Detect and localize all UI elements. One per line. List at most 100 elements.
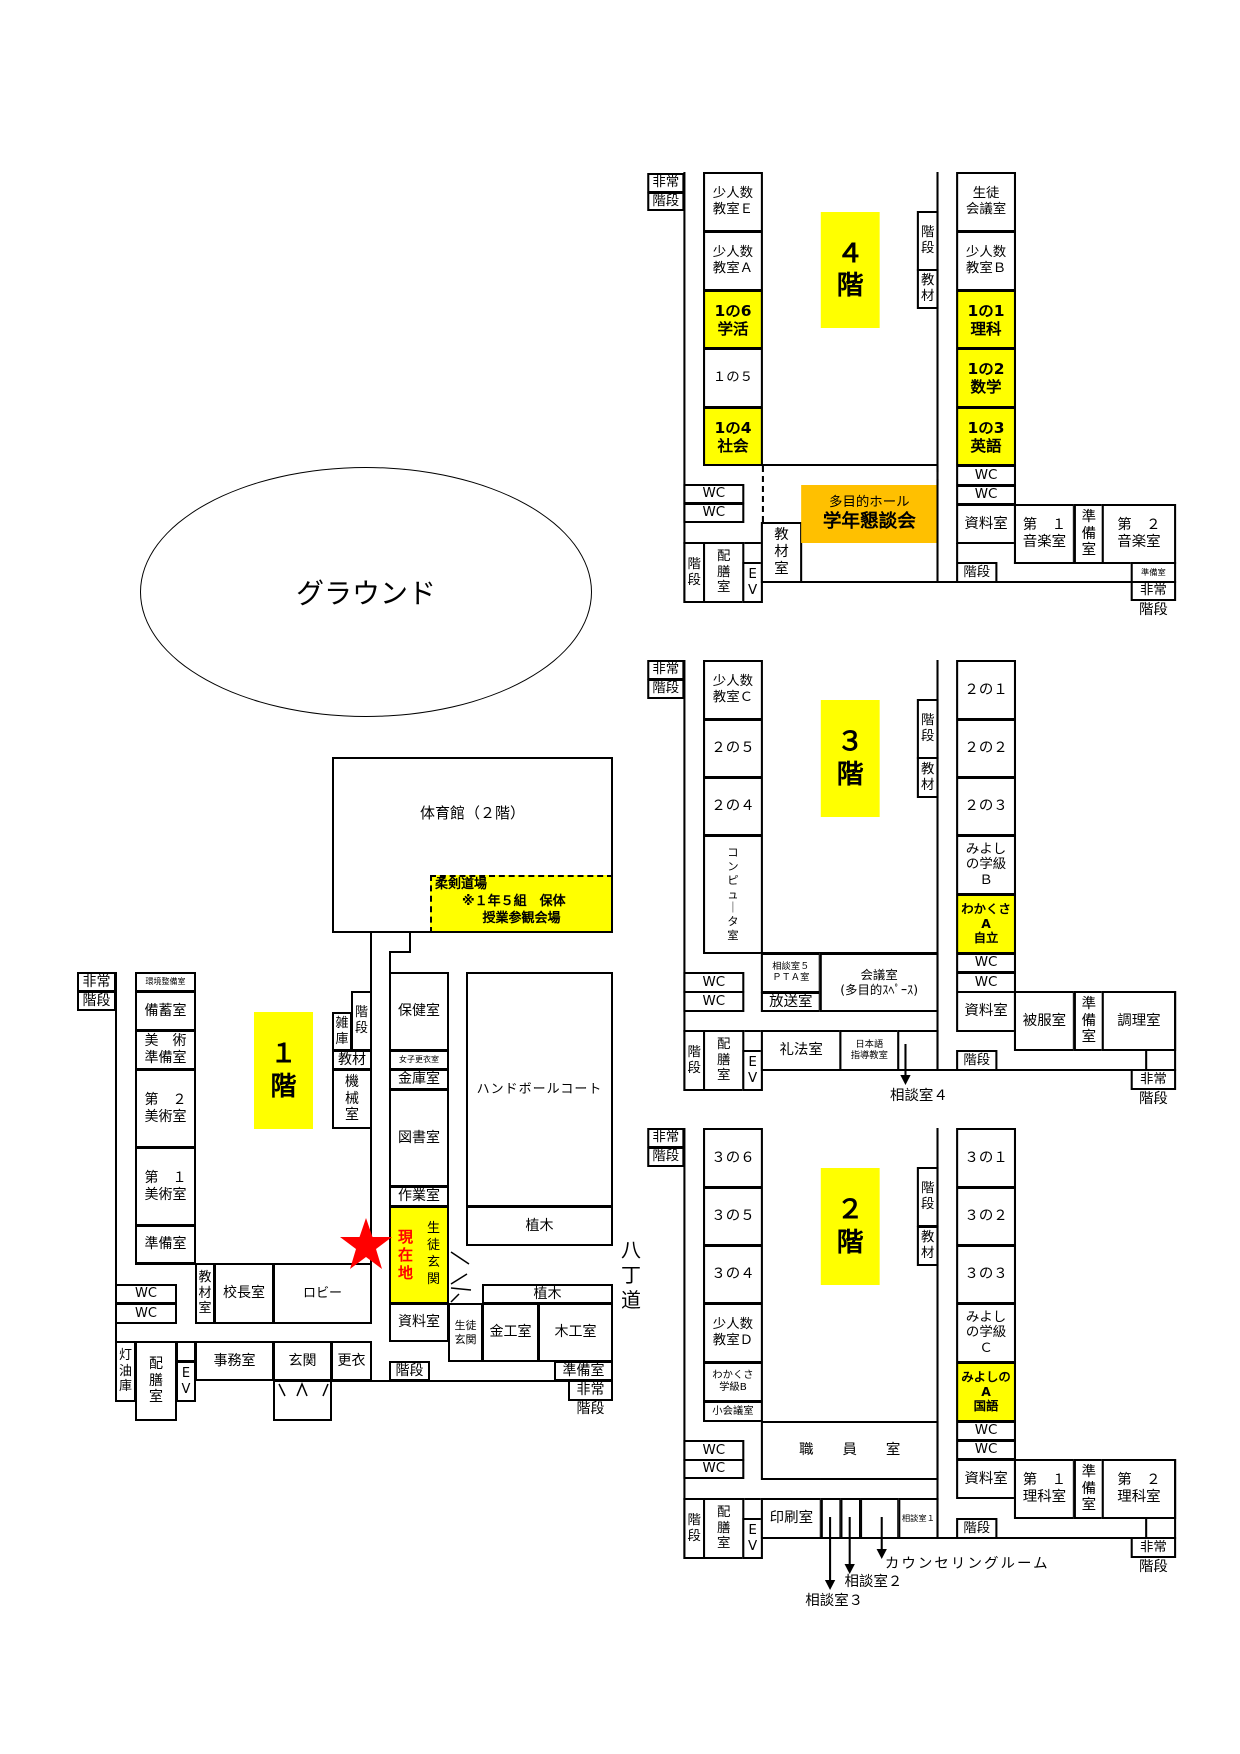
wall xyxy=(683,660,686,1091)
arrow-down-icon xyxy=(844,1564,855,1574)
room-highlight: 1の4 社会 xyxy=(703,407,763,466)
emergency-stairs: 階段 xyxy=(77,991,116,1011)
door-marks-icon xyxy=(450,1251,472,1303)
student-entrance-label: 生 徒 玄 関 xyxy=(426,1221,440,1287)
changing-room: 更衣 xyxy=(331,1341,372,1381)
floor-3-map: 非常 階段 少人数 教室Ｃ ２の５ ２の４ コ ン ピ ュ ｜ タ 室 相談室５… xyxy=(640,650,1198,1150)
clothing-room: 被服室 xyxy=(1013,991,1075,1051)
wc: WC xyxy=(956,972,1017,993)
room-highlight: 1の1 理科 xyxy=(956,290,1017,349)
wc: WC xyxy=(683,503,745,523)
trees: 植木 xyxy=(466,1206,613,1246)
wall xyxy=(1174,1459,1177,1539)
wc: WC xyxy=(683,1459,745,1479)
wall xyxy=(409,933,411,953)
consult-room-1: 相談室１ xyxy=(898,1498,939,1539)
music-room-2: 第 ２ 音楽室 xyxy=(1101,504,1177,564)
music-room-1: 第 １ 音楽室 xyxy=(1013,504,1075,564)
arrow-down-icon xyxy=(900,1075,911,1085)
room: 少人数 教室Ａ xyxy=(703,231,763,291)
office: 事務室 xyxy=(195,1341,274,1381)
broadcast-room: 放送室 xyxy=(760,992,821,1012)
emergency-stairs: 階段 xyxy=(647,1147,685,1167)
wall xyxy=(1145,1518,1148,1539)
student-entrance: 現 在 地 生 徒 玄 関 xyxy=(389,1206,449,1304)
wall xyxy=(936,1128,939,1539)
metalwork-room: 金工室 xyxy=(482,1303,539,1362)
room: 生徒 会議室 xyxy=(956,172,1017,232)
girls-changing-room: 女子更衣室 xyxy=(389,1050,449,1070)
env-maintenance-room: 環境整備室 xyxy=(135,972,196,992)
room-highlight: 1の6 学活 xyxy=(703,290,763,349)
room-highlight: 1の2 数学 xyxy=(956,348,1017,408)
emergency-stairs: 非常 xyxy=(1130,1537,1177,1558)
library: 図書室 xyxy=(389,1089,449,1187)
prep-room-small: 準備室 xyxy=(1130,562,1177,583)
room: ３の５ xyxy=(703,1187,763,1246)
storage-room: 備蓄室 xyxy=(135,991,196,1031)
floor-label: ３ 階 xyxy=(820,700,880,817)
wc: WC xyxy=(683,484,745,504)
room: ３の３ xyxy=(956,1245,1017,1304)
judo-hall-name: 柔剣道場 xyxy=(435,877,488,892)
wc: WC xyxy=(956,485,1017,505)
prep-room: 準 備 室 xyxy=(1073,1459,1104,1519)
wc: WC xyxy=(683,1440,745,1461)
wall xyxy=(1013,562,1132,564)
room: ２の２ xyxy=(956,719,1017,778)
wc: WC xyxy=(956,465,1017,486)
woodwork-room: 木工室 xyxy=(538,1303,613,1362)
wc: WC xyxy=(115,1284,177,1304)
emergency-stairs: 非常 xyxy=(647,1128,685,1148)
room: 少人数 教室Ｅ xyxy=(703,172,763,232)
counseling-room-label: カウンセリングルーム xyxy=(884,1556,1050,1572)
etiquette-room: 礼法室 xyxy=(760,1030,842,1071)
safe-room: 金庫室 xyxy=(389,1069,449,1090)
emergency-stairs: 非常 xyxy=(1130,581,1177,601)
wall xyxy=(1145,1050,1148,1071)
stairs: 階 段 xyxy=(351,991,372,1051)
room: ２の４ xyxy=(703,777,763,836)
elevator: E V xyxy=(176,1361,196,1402)
arrow-line xyxy=(829,1517,832,1581)
arrow-down-icon xyxy=(824,1580,836,1590)
consult-room-4-label: 相談室４ xyxy=(889,1088,948,1104)
stairs: 階 段 xyxy=(683,542,706,603)
stairs: 階 段 xyxy=(916,699,939,759)
printing-room: 印刷室 xyxy=(760,1498,822,1539)
ground: グラウンド xyxy=(140,467,592,717)
elevator: E V xyxy=(742,562,763,603)
workshop: 作業室 xyxy=(389,1186,449,1207)
road-label: 八 丁 道 xyxy=(621,1238,641,1312)
stairs: 階 段 xyxy=(916,211,939,271)
japanese-room: 日本語 指導教室 xyxy=(839,1030,900,1071)
science-room-2: 第 ２ 理科室 xyxy=(1101,1459,1177,1519)
resource-room: 資料室 xyxy=(389,1303,449,1342)
room: １の５ xyxy=(703,348,763,408)
emergency-stairs: 非常 xyxy=(77,972,116,992)
wall xyxy=(936,172,939,583)
stairs: 階 段 xyxy=(916,1167,939,1227)
ground-label: グラウンド xyxy=(295,577,436,610)
elevator: E V xyxy=(742,1518,763,1559)
arrow-line xyxy=(848,1517,851,1565)
room: 少人数 教室Ｃ xyxy=(703,660,763,720)
science-room-1: 第 １ 理科室 xyxy=(1013,1459,1075,1519)
emergency-stairs-label: 階段 xyxy=(1138,1559,1168,1575)
counseling-room-door xyxy=(860,1498,900,1539)
room: みよし の学級 Ｂ xyxy=(956,835,1017,895)
student-entrance-2: 生徒 玄関 xyxy=(448,1303,483,1362)
wc: WC xyxy=(956,1421,1017,1441)
arrow-line xyxy=(880,1517,883,1550)
dashed-wall xyxy=(761,466,764,522)
health-room: 保健室 xyxy=(389,972,449,1051)
wall xyxy=(683,1128,686,1559)
room: ３の４ xyxy=(703,1245,763,1304)
room: わかくさ 学級B xyxy=(703,1362,763,1402)
wall xyxy=(761,464,938,466)
handball-court: ハンドボールコート xyxy=(466,972,613,1207)
stairs: 階段 xyxy=(956,1518,998,1539)
stairs: 階 段 xyxy=(683,1030,706,1091)
room-highlight: 1の3 英語 xyxy=(956,407,1017,466)
computer-room: コ ン ピ ュ ｜ タ 室 xyxy=(703,835,763,954)
